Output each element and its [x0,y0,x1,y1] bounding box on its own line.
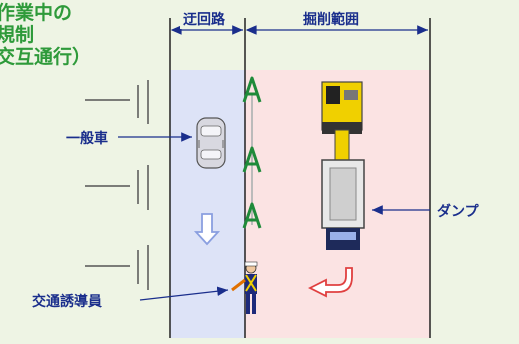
dump-truck-label: ダンプ [437,204,479,220]
traffic-guide-label: 交通誘導員 [32,294,102,310]
excavation-area-label: 掘削範囲 [300,9,362,29]
title-line-1: 作業中の [0,2,73,24]
traffic-cone-icon [242,202,262,229]
traffic-cone-icon [242,76,262,103]
flagger-pointer [139,286,229,301]
title-line-2: 規制 [0,24,35,46]
general-vehicle-label: 一般車 [66,131,108,147]
car-icon [196,117,226,169]
title-line-3: 交互通行） [0,46,92,68]
detour-lane [170,70,245,338]
detour-label: 迂回路 [180,9,228,29]
dump-truck-icon [321,159,365,250]
traffic-direction-arrow [193,213,221,246]
u-turn-arrow [307,267,353,298]
traffic-cone-icon [242,146,262,173]
flagger-icon [231,261,258,314]
roadside-wall-marks [85,80,149,290]
excavator-icon [321,81,363,170]
